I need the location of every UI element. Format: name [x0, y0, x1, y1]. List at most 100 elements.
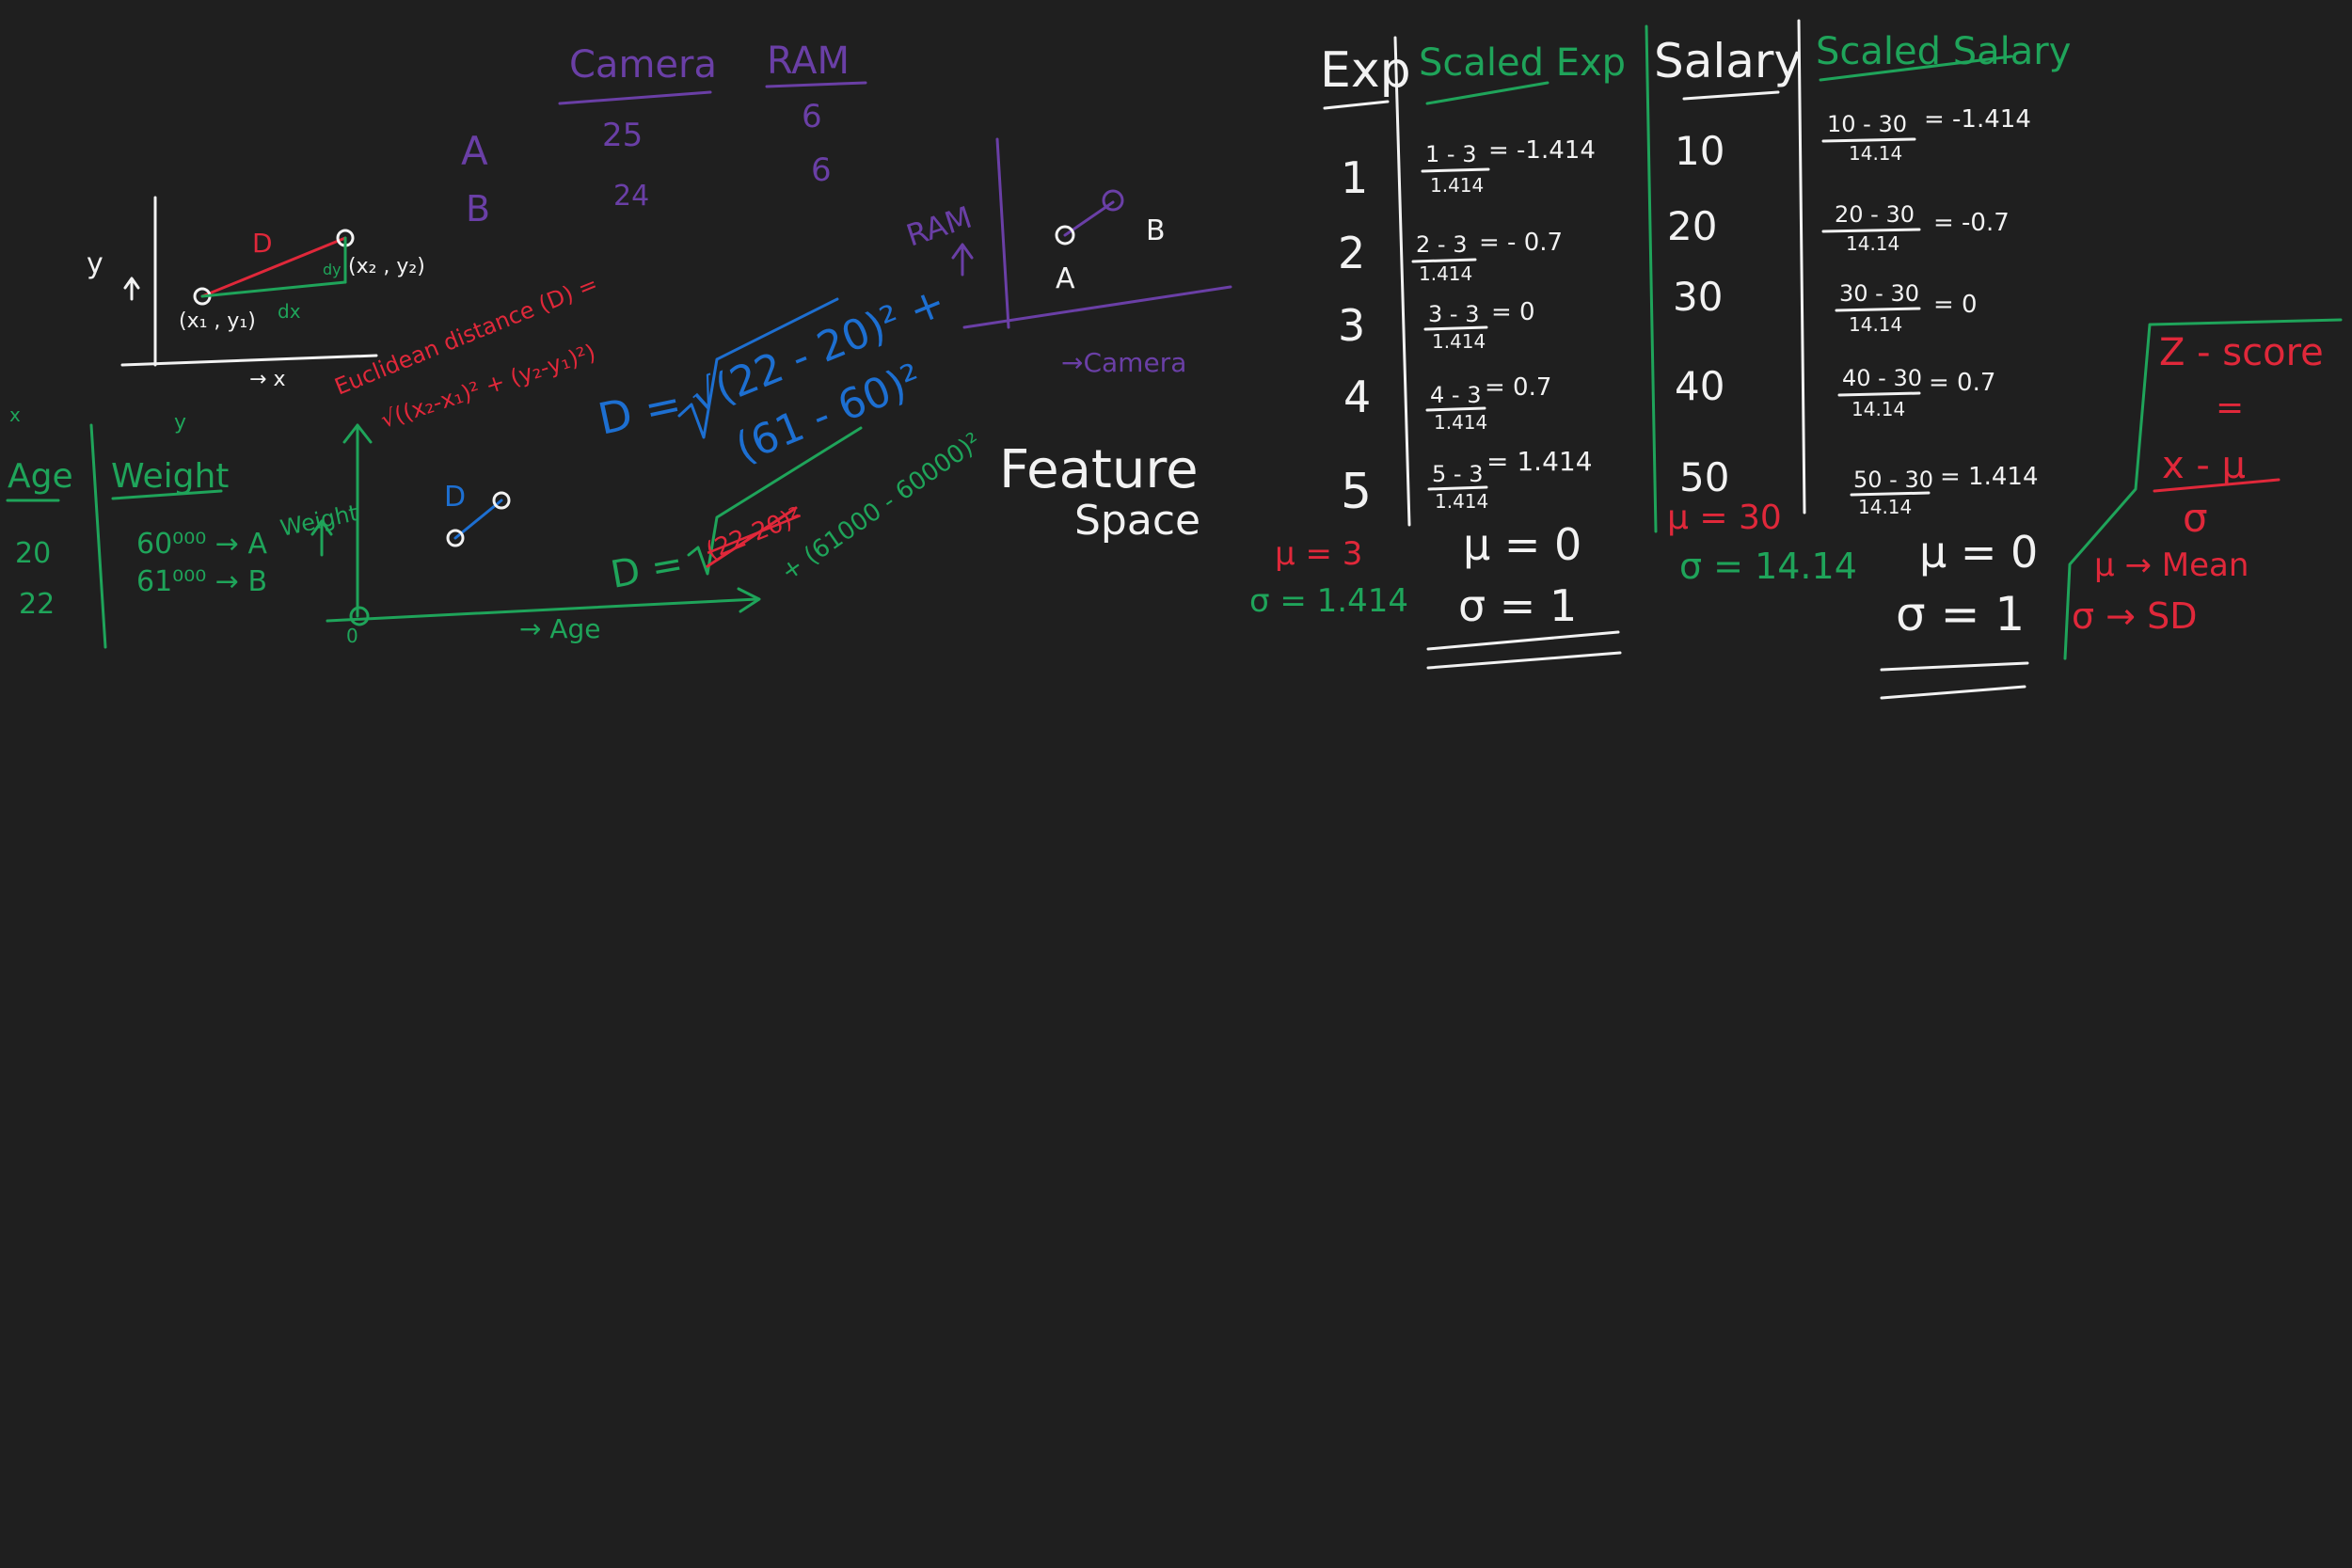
scaled-salary-den: 14.14 — [1849, 313, 1902, 336]
scaled-exp-num: 3 - 3 — [1428, 301, 1479, 327]
scaled-exp-den: 1.414 — [1419, 262, 1472, 285]
scaled-salary-num: 50 - 30 — [1853, 467, 1933, 493]
row-b-label: B — [466, 188, 490, 230]
age-weight-plot: 0 Weight → Age D — [278, 423, 761, 647]
row-a-label: A — [461, 128, 488, 174]
feature-space-note: Feature Space — [999, 439, 1200, 545]
exp-table: Exp Scaled Exp 1 2 3 4 5 1 - 3 1.414 = -… — [1249, 36, 1626, 670]
zscore-denominator: σ — [2183, 495, 2208, 541]
origin-mark — [349, 606, 370, 626]
scaled-salary-res: = -1.414 — [1924, 105, 2031, 134]
salary-value-1: 10 — [1675, 128, 1724, 174]
sketch-up-arrow — [123, 277, 140, 301]
scaled-salary-num: 10 - 30 — [1827, 111, 1907, 137]
weight-value-1: 60⁰⁰⁰ → A — [136, 528, 267, 561]
scaled-exp-res: = -1.414 — [1488, 136, 1596, 165]
exp-result-mu: μ = 0 — [1463, 519, 1581, 570]
scaled-salary-num: 40 - 30 — [1842, 365, 1922, 391]
scaled-exp-den: 1.414 — [1432, 330, 1486, 353]
scaled-salary-num: 30 - 30 — [1839, 280, 1919, 307]
exp-double-underline-2 — [1426, 651, 1622, 670]
plot-point-a — [1055, 225, 1075, 245]
scaled-salary-res: = 0 — [1933, 291, 1978, 319]
sketch-y-label: y — [87, 247, 103, 280]
feature-word: Feature — [999, 439, 1199, 500]
fraction-bar — [1821, 228, 1921, 233]
fraction-bar — [1423, 325, 1488, 331]
ram-header: RAM — [767, 40, 850, 83]
scaled-exp-header: Scaled Exp — [1419, 41, 1626, 85]
d-label: D — [252, 228, 273, 259]
space-word: Space — [1074, 497, 1200, 545]
plot-a-label: A — [1056, 262, 1075, 295]
x-marker: x — [9, 404, 21, 426]
scaled-salary-res: = 1.414 — [1940, 463, 2038, 491]
exp-divider — [1393, 36, 1411, 527]
salary-value-5: 50 — [1679, 454, 1729, 500]
dx-label: dx — [278, 300, 301, 323]
salary-mu: μ = 30 — [1667, 499, 1782, 537]
row-b-camera: 24 — [613, 180, 649, 213]
salary-result-sigma: σ = 1 — [1896, 587, 2025, 641]
exp-result-sigma: σ = 1 — [1458, 580, 1577, 631]
scaled-exp-res: = 0.7 — [1485, 373, 1551, 402]
exp-value-1: 1 — [1341, 152, 1368, 203]
scaled-salary-row-3: 30 - 30 14.14 = 0 — [1835, 280, 1978, 336]
row-a-camera: 25 — [602, 117, 643, 154]
salary-left-divider — [1645, 24, 1658, 533]
ram-axis — [995, 137, 1010, 329]
green-formula: D = (22-20)² + (61000 - 60000)² — [608, 426, 987, 597]
exp-value-5: 5 — [1341, 464, 1372, 520]
point-1-label: (x₁ , y₁) — [179, 309, 256, 333]
weight-header: Weight — [111, 457, 229, 496]
scaled-salary-den: 14.14 — [1851, 398, 1905, 420]
age-weight-divider — [89, 423, 107, 649]
weight-axis-label: Weight — [278, 499, 360, 542]
age-axis — [326, 597, 759, 623]
scaled-exp-num: 4 - 3 — [1430, 382, 1481, 408]
plot-b-label: B — [1146, 214, 1166, 247]
salary-sigma: σ = 14.14 — [1679, 546, 1857, 587]
exp-mu: μ = 3 — [1275, 535, 1362, 573]
fraction-bar — [1850, 491, 1931, 497]
camera-axis-label: →Camera — [1061, 347, 1186, 378]
zscore-title: Z - score — [2159, 331, 2324, 374]
scaled-exp-underline — [1425, 81, 1549, 105]
camera-ram-underline — [558, 90, 712, 105]
age-value-2: 22 — [19, 588, 55, 621]
scaled-salary-row-2: 20 - 30 14.14 = -0.7 — [1821, 201, 2010, 255]
weight-underline — [111, 489, 223, 500]
exp-header-underline — [1323, 100, 1390, 110]
exp-value-3: 3 — [1338, 300, 1365, 351]
origin-label: 0 — [346, 625, 358, 647]
scaled-exp-row-5: 5 - 3 1.414 = 1.414 — [1427, 446, 1593, 513]
fraction-bar — [1837, 391, 1921, 397]
salary-result-mu: μ = 0 — [1919, 527, 2038, 578]
mu-definition: μ → Mean — [2094, 546, 2249, 584]
salary-divider — [1797, 19, 1806, 515]
camera-ram-underline-2 — [765, 81, 867, 88]
weight-value-2: 61⁰⁰⁰ → B — [136, 565, 267, 598]
salary-header-underline — [1682, 90, 1780, 101]
blue-formula: D = √(22 - 20)² + (61 - 60)² — [594, 278, 952, 473]
scaled-salary-res: = -0.7 — [1933, 209, 2010, 237]
exp-sigma: σ = 1.414 — [1249, 582, 1408, 620]
distance-line — [200, 236, 347, 298]
scaled-exp-row-2: 2 - 3 1.414 = - 0.7 — [1411, 229, 1563, 285]
zscore-numerator: x - μ — [2162, 444, 2246, 487]
scaled-exp-num: 1 - 3 — [1425, 141, 1476, 167]
scaled-exp-row-1: 1 - 3 1.414 = -1.414 — [1421, 136, 1596, 197]
scaled-salary-den: 14.14 — [1846, 232, 1899, 255]
scaled-salary-den: 14.14 — [1849, 142, 1902, 165]
coordinate-sketch: y → x D dx dy (x₁ , y₁) (x₂ , y₂) Euclid… — [87, 196, 601, 434]
exp-double-underline-1 — [1426, 630, 1620, 651]
scaled-exp-num: 5 - 3 — [1432, 461, 1483, 487]
strike-line — [706, 506, 798, 568]
fraction-bar — [1421, 167, 1490, 173]
fraction-bar — [1411, 258, 1477, 263]
exp-value-4: 4 — [1343, 372, 1371, 422]
scaled-exp-row-4: 4 - 3 1.414 = 0.7 — [1425, 373, 1551, 434]
scaled-exp-res: = - 0.7 — [1479, 229, 1563, 257]
camera-ram-table: Camera RAM A 25 6 B 24 6 — [461, 40, 867, 230]
ram-camera-plot: RAM →Camera A B — [902, 137, 1232, 378]
